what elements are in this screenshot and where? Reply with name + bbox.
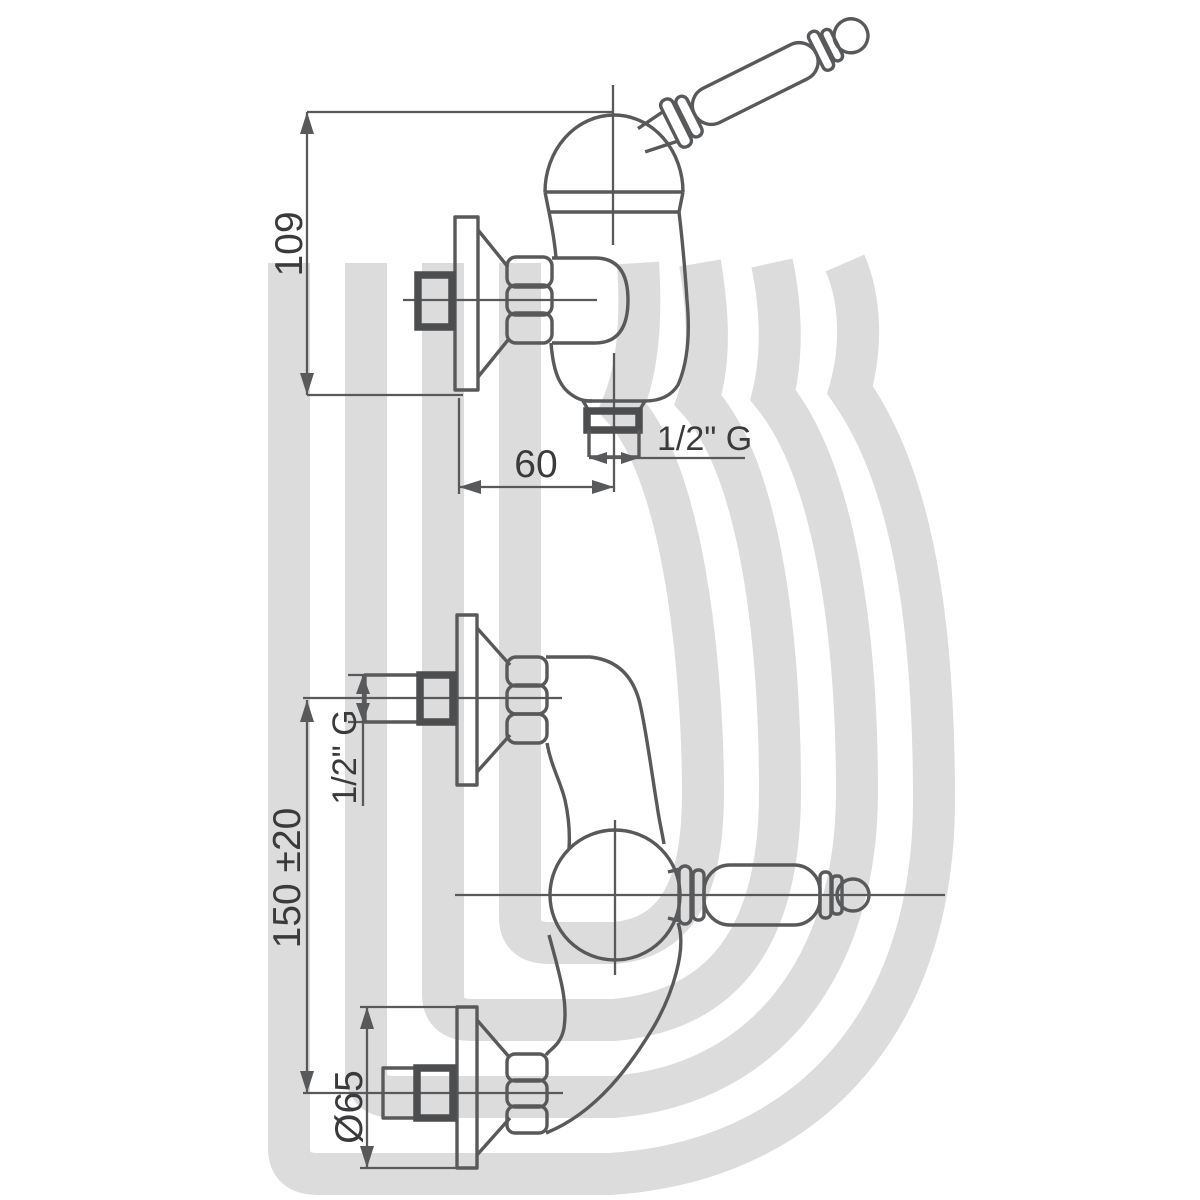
dim-height-label: 109 (268, 211, 311, 276)
dim-inlet-thread-label: 1/2" G (326, 709, 364, 804)
upper-wall-nipple (363, 671, 457, 726)
dim-outlet-thread: 1/2" G (589, 420, 752, 464)
lower-wall-nipple (381, 1064, 457, 1122)
dim-flange-diameter: Ø65 (328, 1005, 457, 1170)
lever-handle-side (637, 17, 870, 154)
dim-outlet-thread-label: 1/2" G (657, 420, 752, 458)
watermark-b-logo (268, 254, 956, 1195)
escutcheon-side (453, 215, 510, 392)
side-view: 109 60 1/2" G (268, 17, 870, 494)
dim-depth: 60 (457, 398, 614, 494)
dim-centers: 150 ±20 (266, 700, 314, 1093)
dim-inlet-thread: 1/2" G (326, 673, 370, 806)
handle-ball-front (835, 877, 871, 913)
lever-handle-front (677, 863, 871, 927)
handle-ball-side (832, 17, 870, 55)
lower-hex-nut (505, 1052, 549, 1135)
lower-escutcheon (455, 1005, 512, 1170)
upper-hex-nut (505, 655, 549, 745)
hex-nut-side (505, 255, 554, 345)
dim-height: 109 (268, 110, 613, 397)
dim-flange-diameter-label: Ø65 (328, 1070, 371, 1144)
dim-depth-label: 60 (514, 443, 557, 486)
wall-nipple-square-side (414, 271, 456, 331)
union-arm-side (552, 256, 630, 345)
upper-escutcheon (455, 613, 512, 787)
dim-centers-label: 150 ±20 (266, 808, 309, 949)
mixer-body-side (543, 113, 690, 412)
front-view: 1/2" G 150 ±20 (266, 613, 945, 1170)
